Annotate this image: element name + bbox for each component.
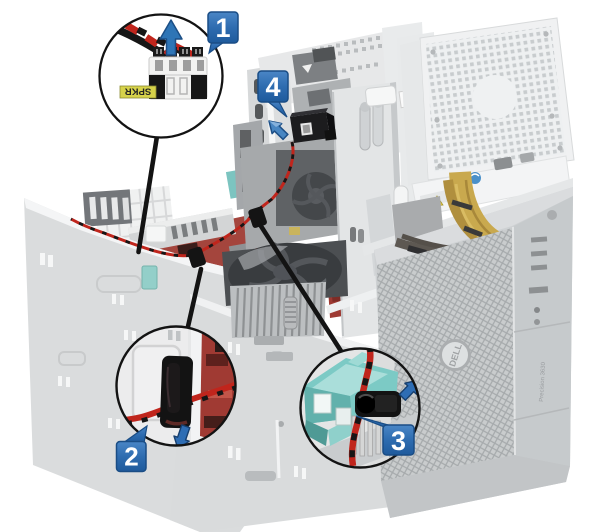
svg-text:SPKR: SPKR xyxy=(125,86,152,97)
svg-text:1: 1 xyxy=(215,13,230,43)
svg-text:Precision 3630: Precision 3630 xyxy=(539,361,547,402)
svg-text:2: 2 xyxy=(124,442,138,472)
svg-text:3: 3 xyxy=(391,426,406,456)
svg-text:4: 4 xyxy=(265,72,280,102)
